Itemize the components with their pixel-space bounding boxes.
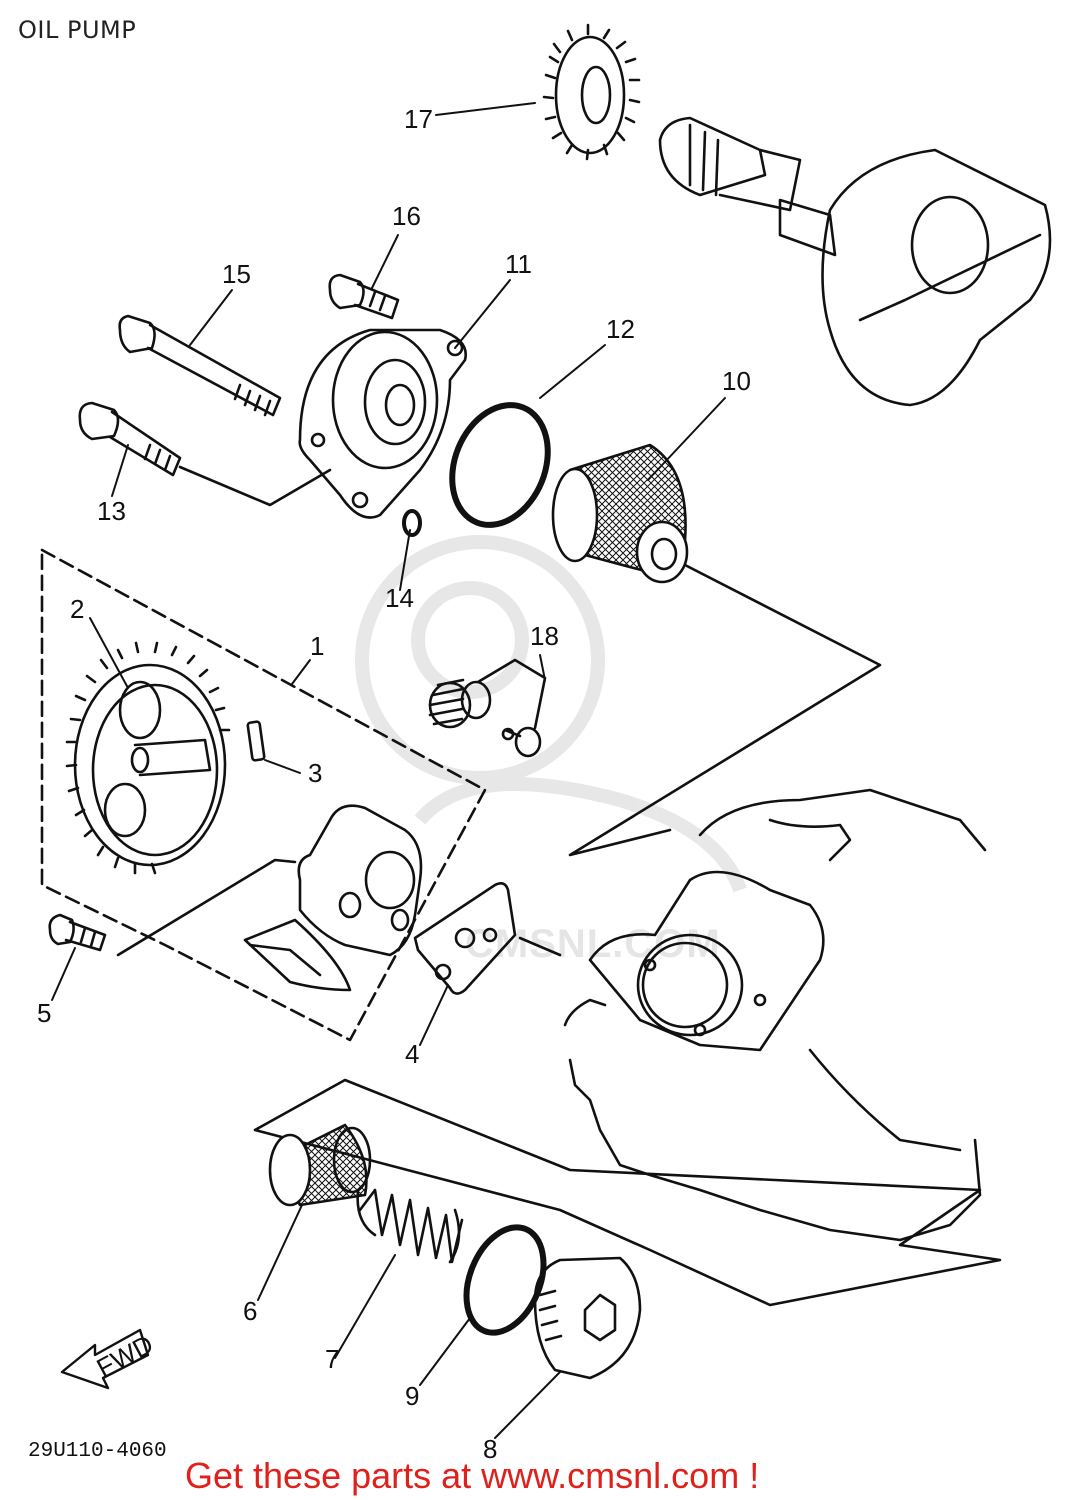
label-11: 11	[505, 249, 532, 279]
oil-pump-body	[243, 804, 423, 992]
label-2: 2	[70, 594, 84, 624]
label-10: 10	[722, 366, 751, 396]
promo-link[interactable]: Get these parts at www.cmsnl.com !	[185, 1455, 760, 1496]
o-ring-large	[449, 402, 551, 528]
crankshaft	[658, 116, 1052, 407]
label-4: 4	[405, 1039, 419, 1069]
drain-plug	[533, 1256, 642, 1380]
label-9: 9	[405, 1381, 419, 1411]
assembly-outline	[40, 548, 487, 1042]
o-ring-drain	[463, 1224, 547, 1336]
drive-gear	[542, 23, 641, 161]
pump-cover	[298, 328, 467, 519]
pan-head-screw	[48, 858, 297, 957]
flange-bolt	[78, 401, 332, 507]
label-12: 12	[606, 314, 635, 344]
long-bolt	[118, 314, 282, 417]
strainer-assembly-outline	[253, 1078, 1002, 1307]
leader-lines	[51, 102, 726, 1439]
part-number-labels: 17 16 15 11 12 10 13 14 18 1 2 3 5 4 6 7…	[37, 104, 751, 1464]
label-7: 7	[325, 1344, 339, 1374]
label-1: 1	[310, 631, 324, 661]
label-5: 5	[37, 998, 51, 1028]
pump-gasket	[413, 882, 562, 995]
o-ring-small	[402, 509, 422, 537]
crankcase	[563, 788, 987, 1242]
label-17: 17	[404, 104, 433, 134]
pump-driven-gear	[65, 641, 231, 875]
label-8: 8	[483, 1434, 497, 1464]
label-6: 6	[243, 1296, 257, 1326]
watermark-logo	[355, 535, 747, 893]
compression-spring	[356, 1188, 464, 1264]
relief-valve	[428, 658, 547, 758]
label-3: 3	[308, 758, 322, 788]
fwd-label: FWD	[92, 1329, 158, 1383]
label-15: 15	[222, 259, 251, 289]
fwd-arrow-icon	[60, 1328, 150, 1390]
oil-strainer	[268, 1123, 372, 1207]
page-title: OIL PUMP	[18, 16, 137, 44]
label-13: 13	[97, 496, 126, 526]
label-14: 14	[385, 583, 414, 613]
short-bolt	[328, 273, 400, 320]
label-16: 16	[392, 201, 421, 231]
dowel-pin	[246, 720, 266, 762]
oil-filter-element	[551, 443, 882, 857]
diagram-code: 29U110-4060	[28, 1440, 167, 1463]
label-18: 18	[530, 621, 559, 651]
